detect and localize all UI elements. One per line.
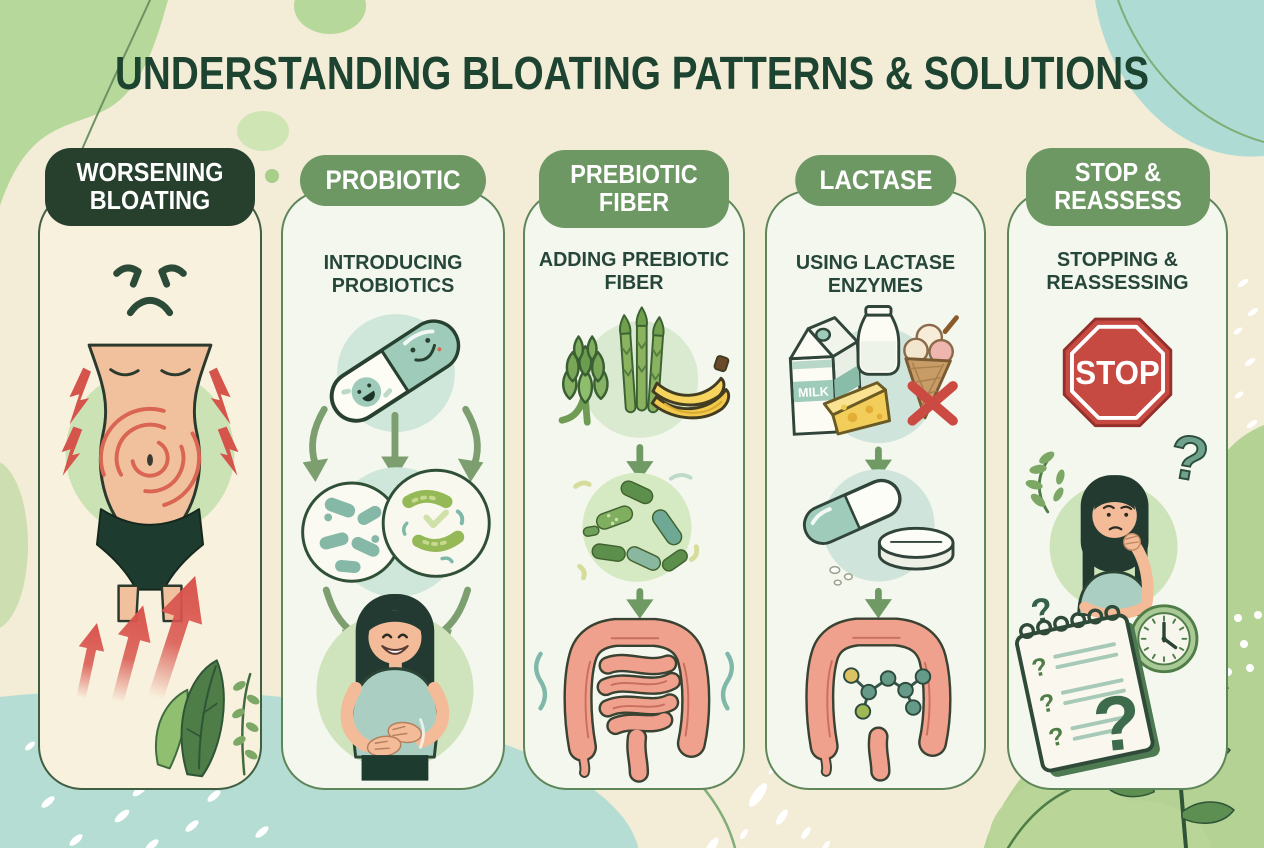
stop-reassess-card: STOPPING & REASSESSING STOP ? — [1007, 190, 1228, 790]
white-slashes — [705, 765, 831, 848]
lactase-card: USING LACTASE ENZYMES MILK — [765, 190, 986, 790]
flow-arrows-icon — [309, 405, 481, 468]
cheese-icon — [822, 381, 892, 436]
question-mark-icon: ? — [1164, 421, 1213, 496]
stop-reassess-subtitle: STOPPING & REASSESSING — [1046, 248, 1189, 294]
rising-arrows-icon — [76, 575, 203, 704]
white-dashes — [1233, 278, 1259, 429]
question-mark-icon: ? — [1089, 679, 1145, 769]
red-x-icon — [907, 381, 958, 426]
intestines-icon — [563, 617, 711, 783]
stop-reassess-header: STOP & REASSESS — [1025, 148, 1210, 226]
lactase-header: LACTASE — [794, 155, 957, 206]
worsening-bloating-card — [38, 190, 262, 790]
column-worsening-bloating: WORSENING BLOATING — [38, 0, 262, 848]
prebiotic-fiber-subtitle: ADDING PREBIOTIC FIBER — [538, 248, 730, 294]
svg-text:?: ? — [1029, 652, 1050, 683]
stop-reassess-art: STOP ? — [1015, 317, 1214, 777]
leaves-icon — [155, 659, 260, 778]
lactase-subtitle: USING LACTASE ENZYMES — [795, 251, 956, 297]
happy-woman-icon — [316, 594, 474, 781]
milk-label: MILK — [798, 385, 829, 401]
down-arrow-icon — [626, 444, 654, 481]
enzyme-pills-icon — [802, 469, 955, 586]
notepad-icon: ? ? ? ? — [1015, 604, 1160, 777]
down-arrow-icon — [626, 588, 654, 619]
prebiotic-fiber-header: PREBIOTIC FIBER — [539, 150, 729, 228]
stop-sign-icon: STOP — [1062, 317, 1173, 428]
probiotic-art — [301, 314, 491, 781]
worsening-bloating-header: WORSENING BLOATING — [45, 148, 255, 226]
intestines-molecule-icon — [805, 617, 952, 782]
page-title: UNDERSTANDING BLOATING PATTERNS & SOLUTI… — [115, 47, 1149, 99]
asparagus-icon — [618, 306, 665, 414]
gut-bacteria-icon — [573, 472, 700, 582]
svg-text:?: ? — [1037, 688, 1058, 719]
clock-icon — [1129, 604, 1199, 674]
probiotic-capsule-icon — [329, 319, 461, 423]
probiotic-card: INTRODUCING PROBIOTICS — [281, 190, 505, 790]
pain-bolt-icon — [61, 367, 239, 476]
column-probiotic: INTRODUCING PROBIOTICS — [281, 0, 505, 848]
corner-blob — [1095, 0, 1264, 157]
stop-label: STOP — [1075, 354, 1160, 391]
frown-face-icon — [113, 264, 187, 317]
gas-waves-icon — [534, 651, 734, 711]
artichoke-icon — [558, 335, 609, 426]
probiotic-header: PROBIOTIC — [299, 155, 487, 206]
column-prebiotic-fiber: ADDING PREBIOTIC FIBER — [523, 0, 745, 848]
prebiotic-fiber-card: ADDING PREBIOTIC FIBER — [523, 190, 745, 790]
down-arrow-icon — [864, 587, 892, 619]
bloated-belly-icon — [61, 343, 239, 623]
banana-icon — [650, 355, 731, 420]
column-lactase: USING LACTASE ENZYMES MILK — [765, 0, 986, 848]
svg-text:?: ? — [1046, 722, 1067, 753]
lactase-art: MILK — [788, 305, 959, 782]
ice-cream-icon — [903, 315, 959, 420]
leaf-sprig-icon — [1025, 451, 1065, 514]
probiotic-subtitle: INTRODUCING PROBIOTICS — [323, 251, 463, 297]
bacteria-culture-icon — [301, 467, 491, 597]
prebiotic-fiber-art — [534, 306, 734, 783]
thinking-woman-icon — [1049, 475, 1178, 620]
milk-bottle-icon — [856, 305, 901, 376]
column-stop-reassess: STOPPING & REASSESSING STOP ? — [1007, 0, 1228, 848]
worsening-bloating-art — [61, 264, 260, 778]
